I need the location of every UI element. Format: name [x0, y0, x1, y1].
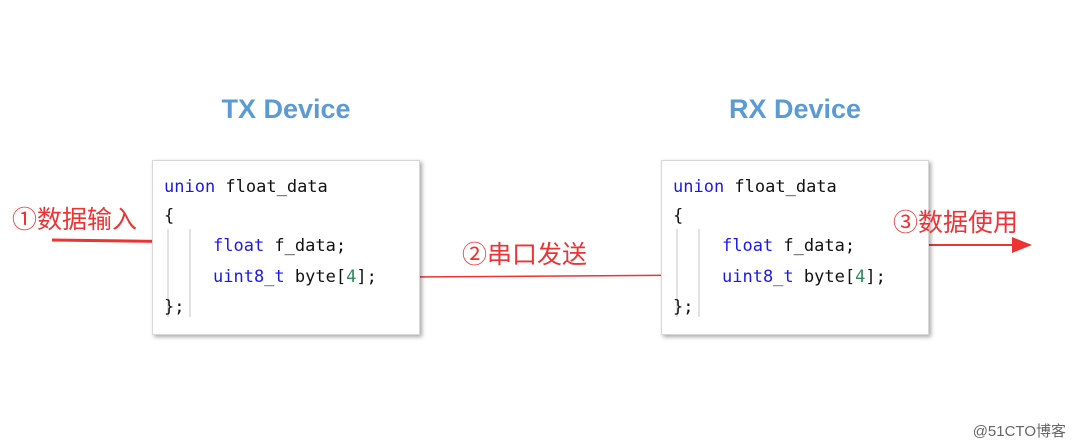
code-keyword: uint8_t — [722, 267, 794, 287]
indent-guide — [167, 229, 169, 317]
code-keyword: float — [722, 236, 774, 256]
step1-label: ①数据输入 — [12, 206, 138, 234]
code-keyword: float — [213, 236, 265, 256]
code-text: float_data — [724, 177, 837, 197]
code-text: { — [164, 206, 175, 226]
code-text: float_data — [215, 177, 328, 197]
code-text: }; — [673, 297, 694, 317]
indent-guide — [189, 229, 191, 317]
code-text: ]; — [865, 267, 886, 287]
step3-label: ③数据使用 — [893, 209, 1019, 237]
code-text: ]; — [356, 267, 377, 287]
code-text: }; — [164, 297, 185, 317]
code-text: f_data; — [264, 236, 347, 256]
indent-guide — [676, 229, 678, 317]
tx-code-box: union float_data { float f_data; uint8_t… — [152, 160, 420, 335]
step2-label: ②串口发送 — [462, 241, 588, 269]
code-keyword: union — [164, 177, 216, 197]
rx-device-title: RX Device — [728, 94, 862, 124]
code-text: { — [673, 206, 684, 226]
code-keyword: uint8_t — [213, 267, 285, 287]
tx-device-title: TX Device — [221, 94, 351, 124]
watermark: @51CTO博客 — [972, 423, 1066, 440]
code-keyword: union — [673, 177, 725, 197]
code-number: 4 — [346, 267, 357, 287]
code-text: byte[ — [284, 267, 347, 287]
code-text: byte[ — [793, 267, 856, 287]
code-text: f_data; — [773, 236, 856, 256]
rx-code-box: union float_data { float f_data; uint8_t… — [661, 160, 929, 335]
indent-guide — [698, 229, 700, 317]
code-number: 4 — [855, 267, 866, 287]
